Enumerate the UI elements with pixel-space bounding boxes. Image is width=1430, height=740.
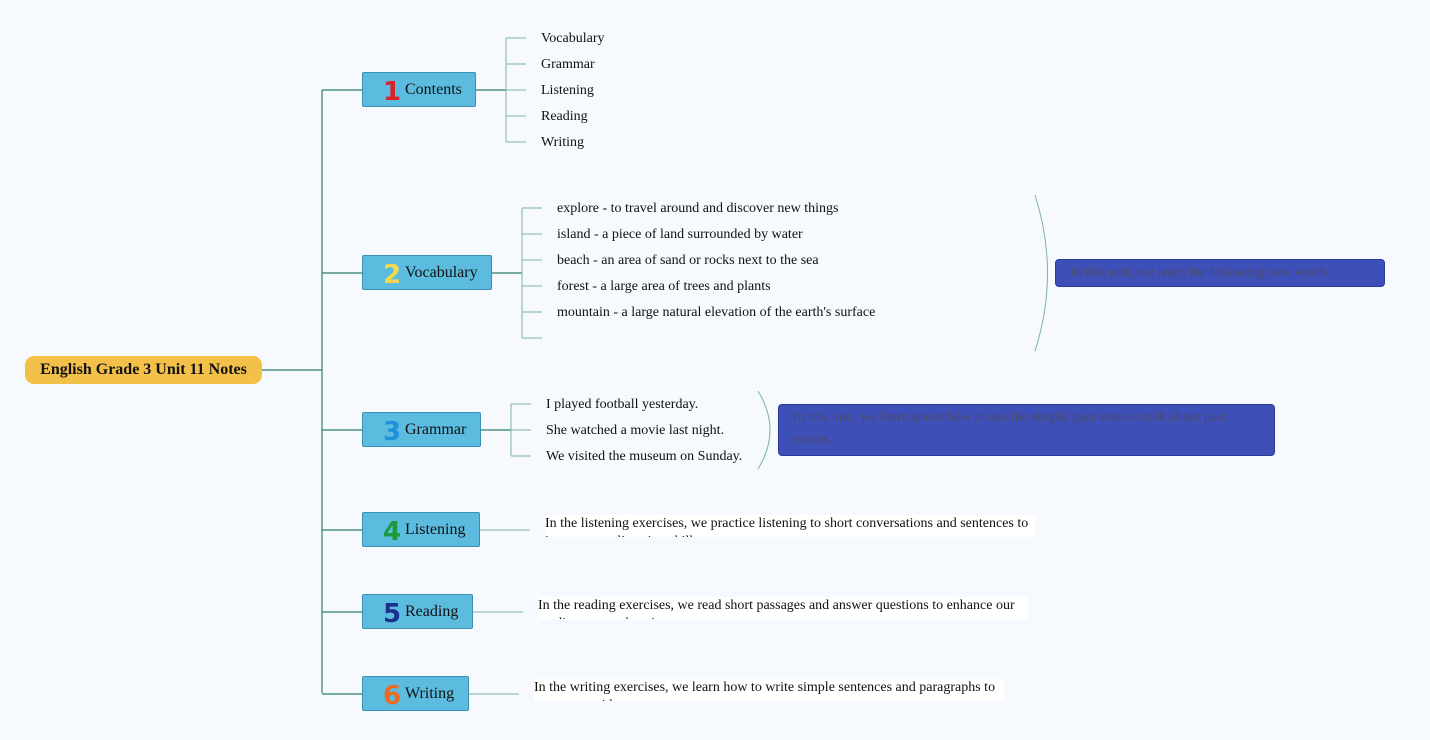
- reading-description[interactable]: In the reading exercises, we read short …: [538, 597, 1028, 619]
- grammar-summary[interactable]: In this unit, we learn about how to use …: [778, 404, 1275, 456]
- topic-label: Listening: [405, 520, 466, 538]
- topic-contents[interactable]: 1 Contents: [362, 72, 476, 107]
- topic-label: Vocabulary: [405, 263, 478, 281]
- topic-label: Writing: [405, 684, 455, 702]
- number-two-icon: 2: [382, 259, 402, 290]
- contents-item[interactable]: Writing: [541, 135, 584, 150]
- vocabulary-item[interactable]: mountain - a large natural elevation of …: [557, 305, 876, 320]
- vocabulary-summary-brace: [1034, 194, 1048, 352]
- grammar-item[interactable]: We visited the museum on Sunday.: [546, 449, 743, 464]
- topic-label: Grammar: [405, 420, 467, 438]
- number-one-icon: 1: [382, 76, 402, 107]
- grammar-item[interactable]: She watched a movie last night.: [546, 423, 725, 438]
- contents-item[interactable]: Grammar: [541, 57, 595, 72]
- topic-vocabulary[interactable]: 2 Vocabulary: [362, 255, 492, 290]
- vocabulary-item[interactable]: beach - an area of sand or rocks next to…: [557, 253, 819, 268]
- listening-description[interactable]: In the listening exercises, we practice …: [545, 515, 1035, 537]
- topic-label: Contents: [405, 80, 462, 98]
- number-four-icon: 4: [382, 516, 402, 547]
- topic-listening[interactable]: 4 Listening: [362, 512, 480, 547]
- topic-grammar[interactable]: 3 Grammar: [362, 412, 481, 447]
- contents-item[interactable]: Vocabulary: [541, 31, 605, 46]
- contents-item[interactable]: Reading: [541, 109, 588, 124]
- number-six-icon: 6: [382, 680, 402, 711]
- vocabulary-item[interactable]: forest - a large area of trees and plant…: [557, 279, 771, 294]
- writing-description[interactable]: In the writing exercises, we learn how t…: [534, 679, 1004, 701]
- contents-item[interactable]: Listening: [541, 83, 594, 98]
- vocabulary-item[interactable]: island - a piece of land surrounded by w…: [557, 227, 803, 242]
- grammar-item[interactable]: I played football yesterday.: [546, 397, 699, 412]
- topic-label: Reading: [405, 602, 459, 620]
- topic-writing[interactable]: 6 Writing: [362, 676, 469, 711]
- topic-reading[interactable]: 5 Reading: [362, 594, 473, 629]
- number-five-icon: 5: [382, 598, 402, 629]
- root-topic[interactable]: English Grade 3 Unit 11 Notes: [25, 356, 262, 384]
- grammar-summary-brace: [757, 390, 771, 470]
- vocabulary-item[interactable]: explore - to travel around and discover …: [557, 201, 839, 216]
- number-three-icon: 3: [382, 416, 402, 447]
- vocabulary-summary[interactable]: In this unit, we learn the following new…: [1055, 259, 1385, 287]
